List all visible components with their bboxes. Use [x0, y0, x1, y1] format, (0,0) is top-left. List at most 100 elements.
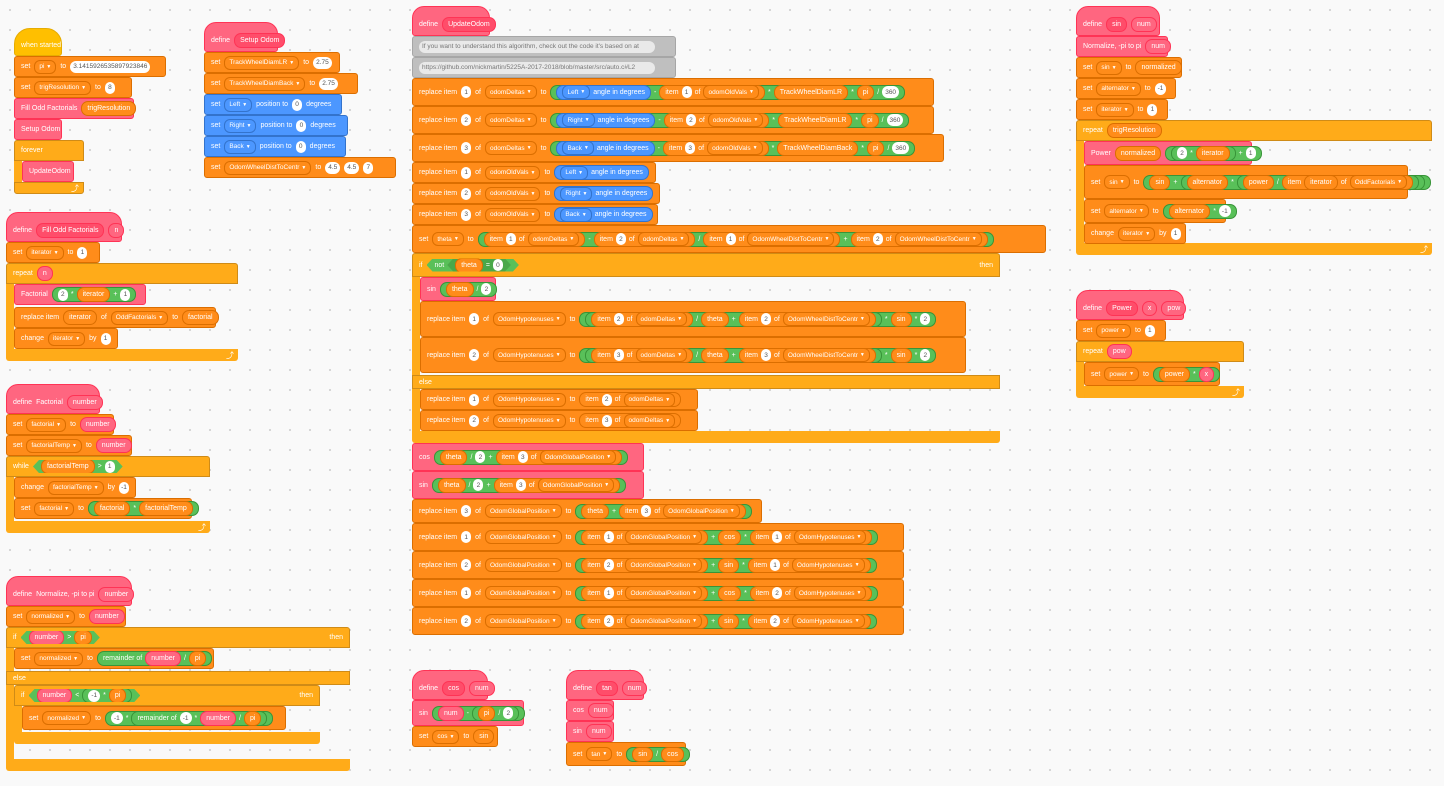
- number-input[interactable]: 3: [461, 208, 472, 221]
- number-input[interactable]: 2.75: [313, 56, 332, 69]
- dropdown-menu[interactable]: odomOldVals▼: [707, 141, 763, 155]
- variable-dropdown[interactable]: pi▼: [34, 59, 57, 74]
- dropdown-menu[interactable]: factorial▼: [26, 417, 67, 432]
- number-input[interactable]: 7: [363, 161, 374, 174]
- dropdown-menu[interactable]: factorialTemp▼: [47, 480, 104, 495]
- dropdown-menu[interactable]: OdomGlobalPosition▼: [484, 530, 562, 544]
- number-input[interactable]: -1: [88, 690, 100, 702]
- number-input[interactable]: 1: [461, 531, 472, 543]
- number-input[interactable]: 1: [105, 461, 115, 473]
- dropdown-menu[interactable]: OdomHypotenuses▼: [492, 413, 566, 428]
- number-input[interactable]: 2: [57, 288, 68, 301]
- number-input[interactable]: 3: [613, 349, 624, 361]
- dropdown-menu[interactable]: OdomGlobalPosition▼: [484, 558, 562, 572]
- when-started-hat[interactable]: when started: [14, 28, 62, 56]
- number-input[interactable]: 3: [601, 414, 612, 427]
- call-update-odom[interactable]: UpdateOdom: [22, 161, 74, 182]
- number-input[interactable]: -1: [1218, 205, 1231, 217]
- dropdown-menu[interactable]: power▼: [1096, 323, 1132, 338]
- number-input[interactable]: 2: [920, 313, 931, 325]
- dropdown-menu[interactable]: OdomWheelDistToCentr▼: [747, 232, 835, 246]
- number-input[interactable]: -1: [1154, 82, 1167, 95]
- dropdown-menu[interactable]: Left▼: [224, 97, 253, 112]
- number-input[interactable]: 1: [469, 313, 480, 325]
- number-input[interactable]: 1: [100, 332, 111, 345]
- number-input[interactable]: 1: [603, 531, 614, 543]
- number-input[interactable]: 3: [641, 505, 652, 517]
- dropdown-menu[interactable]: odomOldVals▼: [703, 85, 759, 99]
- number-input[interactable]: 2: [772, 587, 783, 599]
- dropdown-menu[interactable]: odomDeltas▼: [635, 312, 688, 326]
- number-input[interactable]: 1: [725, 233, 736, 245]
- dropdown-menu[interactable]: odomDeltas▼: [484, 85, 537, 99]
- number-input[interactable]: 0: [296, 119, 307, 132]
- number-input[interactable]: 2: [469, 414, 480, 427]
- number-input[interactable]: 1: [77, 246, 88, 259]
- number-input[interactable]: 3: [517, 451, 528, 463]
- dropdown-menu[interactable]: OdomHypotenuses▼: [492, 312, 566, 326]
- dropdown-menu[interactable]: tan▼: [586, 747, 613, 761]
- number-input[interactable]: 1: [681, 86, 692, 98]
- dropdown-menu[interactable]: odomOldVals▼: [484, 186, 541, 201]
- number-input[interactable]: 2.75: [319, 77, 338, 90]
- dropdown-menu[interactable]: odomDeltas▼: [637, 232, 690, 246]
- dropdown-menu[interactable]: OdomGlobalPosition▼: [484, 614, 562, 628]
- number-input[interactable]: 1: [772, 531, 783, 543]
- number-input[interactable]: 3: [515, 479, 526, 491]
- number-input[interactable]: 4.5: [325, 161, 341, 174]
- number-input[interactable]: 3: [461, 142, 472, 154]
- dropdown-menu[interactable]: OdomGlobalPosition▼: [537, 478, 615, 492]
- dropdown-menu[interactable]: odomDeltas▼: [623, 413, 676, 428]
- dropdown-menu[interactable]: theta▼: [432, 232, 464, 246]
- forever-block[interactable]: forever: [14, 140, 84, 161]
- number-input[interactable]: 1: [1147, 103, 1158, 116]
- number-input[interactable]: https://github.com/nickmartin/5225A-2017…: [419, 61, 655, 74]
- dropdown-menu[interactable]: odomOldVals▼: [707, 113, 764, 127]
- dropdown-menu[interactable]: OdomGlobalPosition▼: [625, 586, 703, 600]
- dropdown-menu[interactable]: TrackWheelDiamLR▼: [224, 55, 300, 70]
- number-input[interactable]: 360: [892, 142, 910, 154]
- dropdown-menu[interactable]: factorialTemp▼: [26, 438, 82, 453]
- dropdown-menu[interactable]: normalized▼: [34, 651, 84, 666]
- number-input[interactable]: 0: [493, 259, 503, 271]
- dropdown-menu[interactable]: factorial▼: [34, 501, 75, 516]
- dropdown-menu[interactable]: iterator▼: [26, 245, 64, 260]
- number-input[interactable]: 2: [461, 559, 472, 571]
- dropdown-menu[interactable]: OdomHypotenuses▼: [492, 392, 566, 407]
